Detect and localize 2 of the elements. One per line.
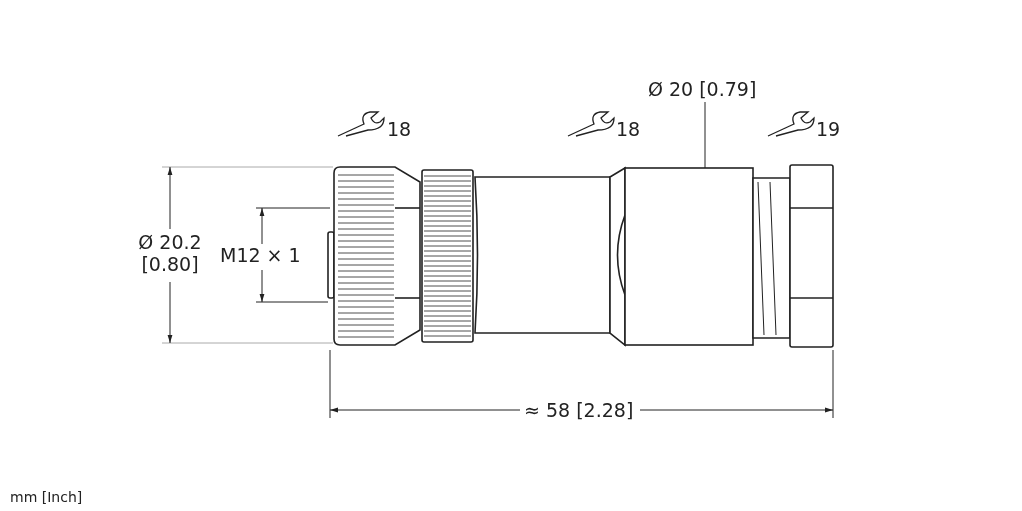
dimension-text: ≈ 58 [2.28]: [524, 399, 634, 421]
dimension-text: Ø 20 [0.79]: [648, 78, 757, 100]
